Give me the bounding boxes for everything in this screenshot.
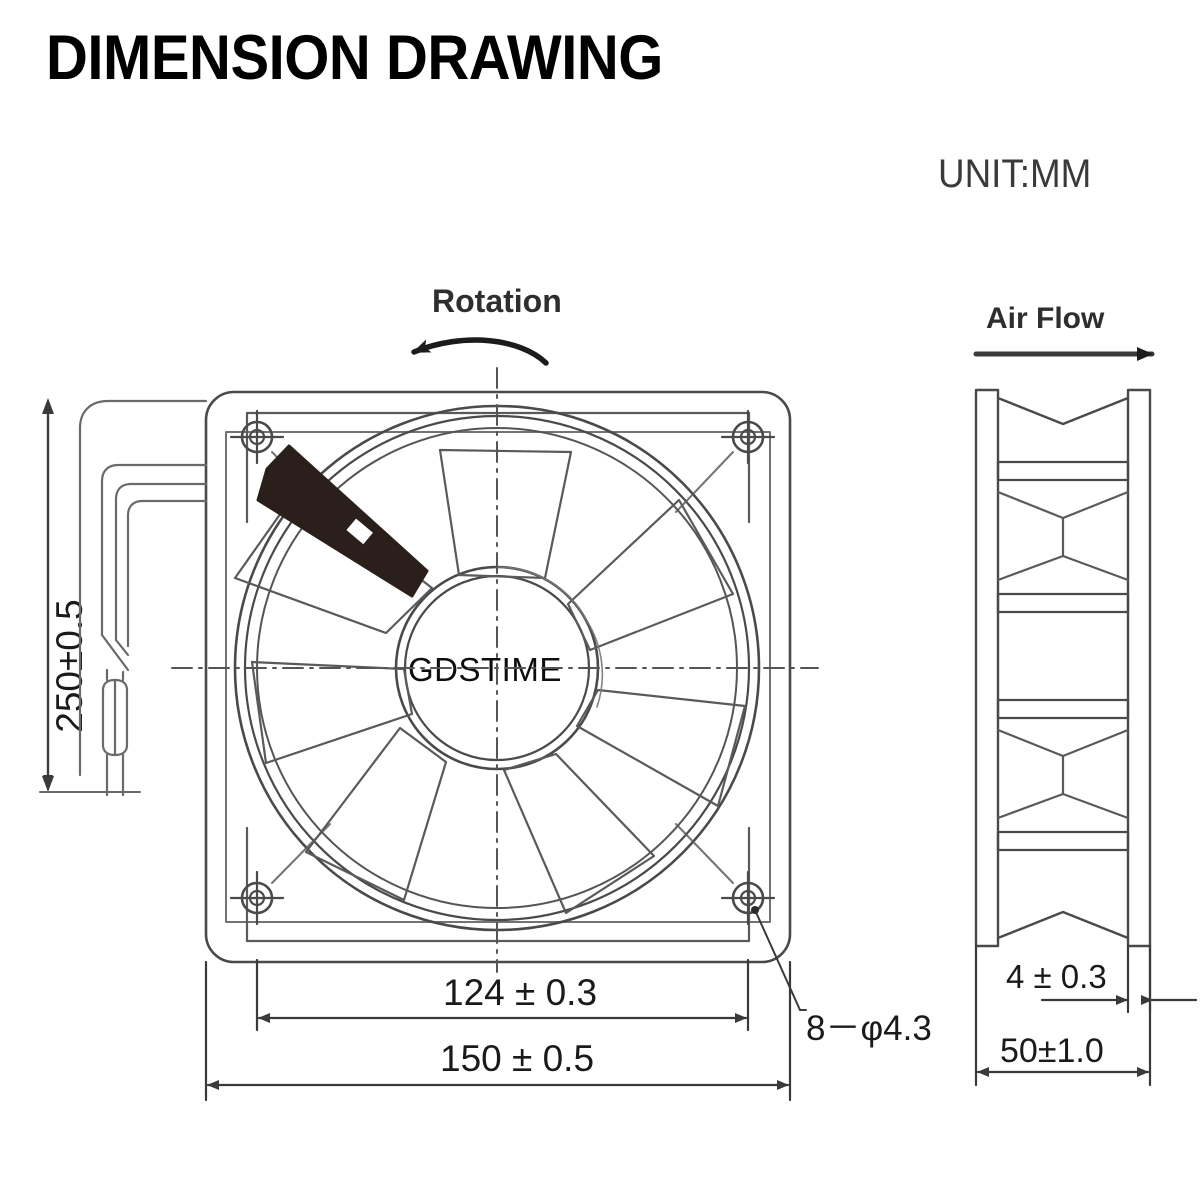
side-view <box>974 388 1152 948</box>
dimension-line-250 <box>39 398 141 793</box>
page-title: DIMENSION DRAWING <box>46 23 663 93</box>
dimension-line-4 <box>1040 944 1198 1014</box>
dimension-line-124 <box>255 958 750 1032</box>
mounting-holes <box>229 409 776 926</box>
front-view <box>171 367 819 973</box>
dimension-line-150 <box>204 960 792 1102</box>
dimension-flange-thickness: 4 ± 0.3 <box>1006 958 1107 995</box>
hole-callout-leader <box>751 906 807 1011</box>
lead-wire-detail <box>78 399 208 797</box>
rotation-label: Rotation <box>432 283 562 319</box>
dimension-hole-callout: 8－φ4.3 <box>806 1009 932 1048</box>
dimension-frame-width: 150 ± 0.5 <box>440 1038 595 1079</box>
cable-exit-label <box>256 444 429 598</box>
airflow-label: Air Flow <box>986 302 1105 335</box>
unit-note: UNIT:MM <box>938 152 1092 196</box>
brand-label: GDSTIME <box>408 651 562 688</box>
dimension-frame-depth: 50±1.0 <box>1000 1032 1104 1070</box>
dimension-line-50 <box>974 944 1152 1087</box>
center-axis <box>171 367 819 973</box>
rotation-arrow-icon <box>411 337 549 366</box>
dimension-hole-pitch: 124 ± 0.3 <box>443 972 598 1013</box>
